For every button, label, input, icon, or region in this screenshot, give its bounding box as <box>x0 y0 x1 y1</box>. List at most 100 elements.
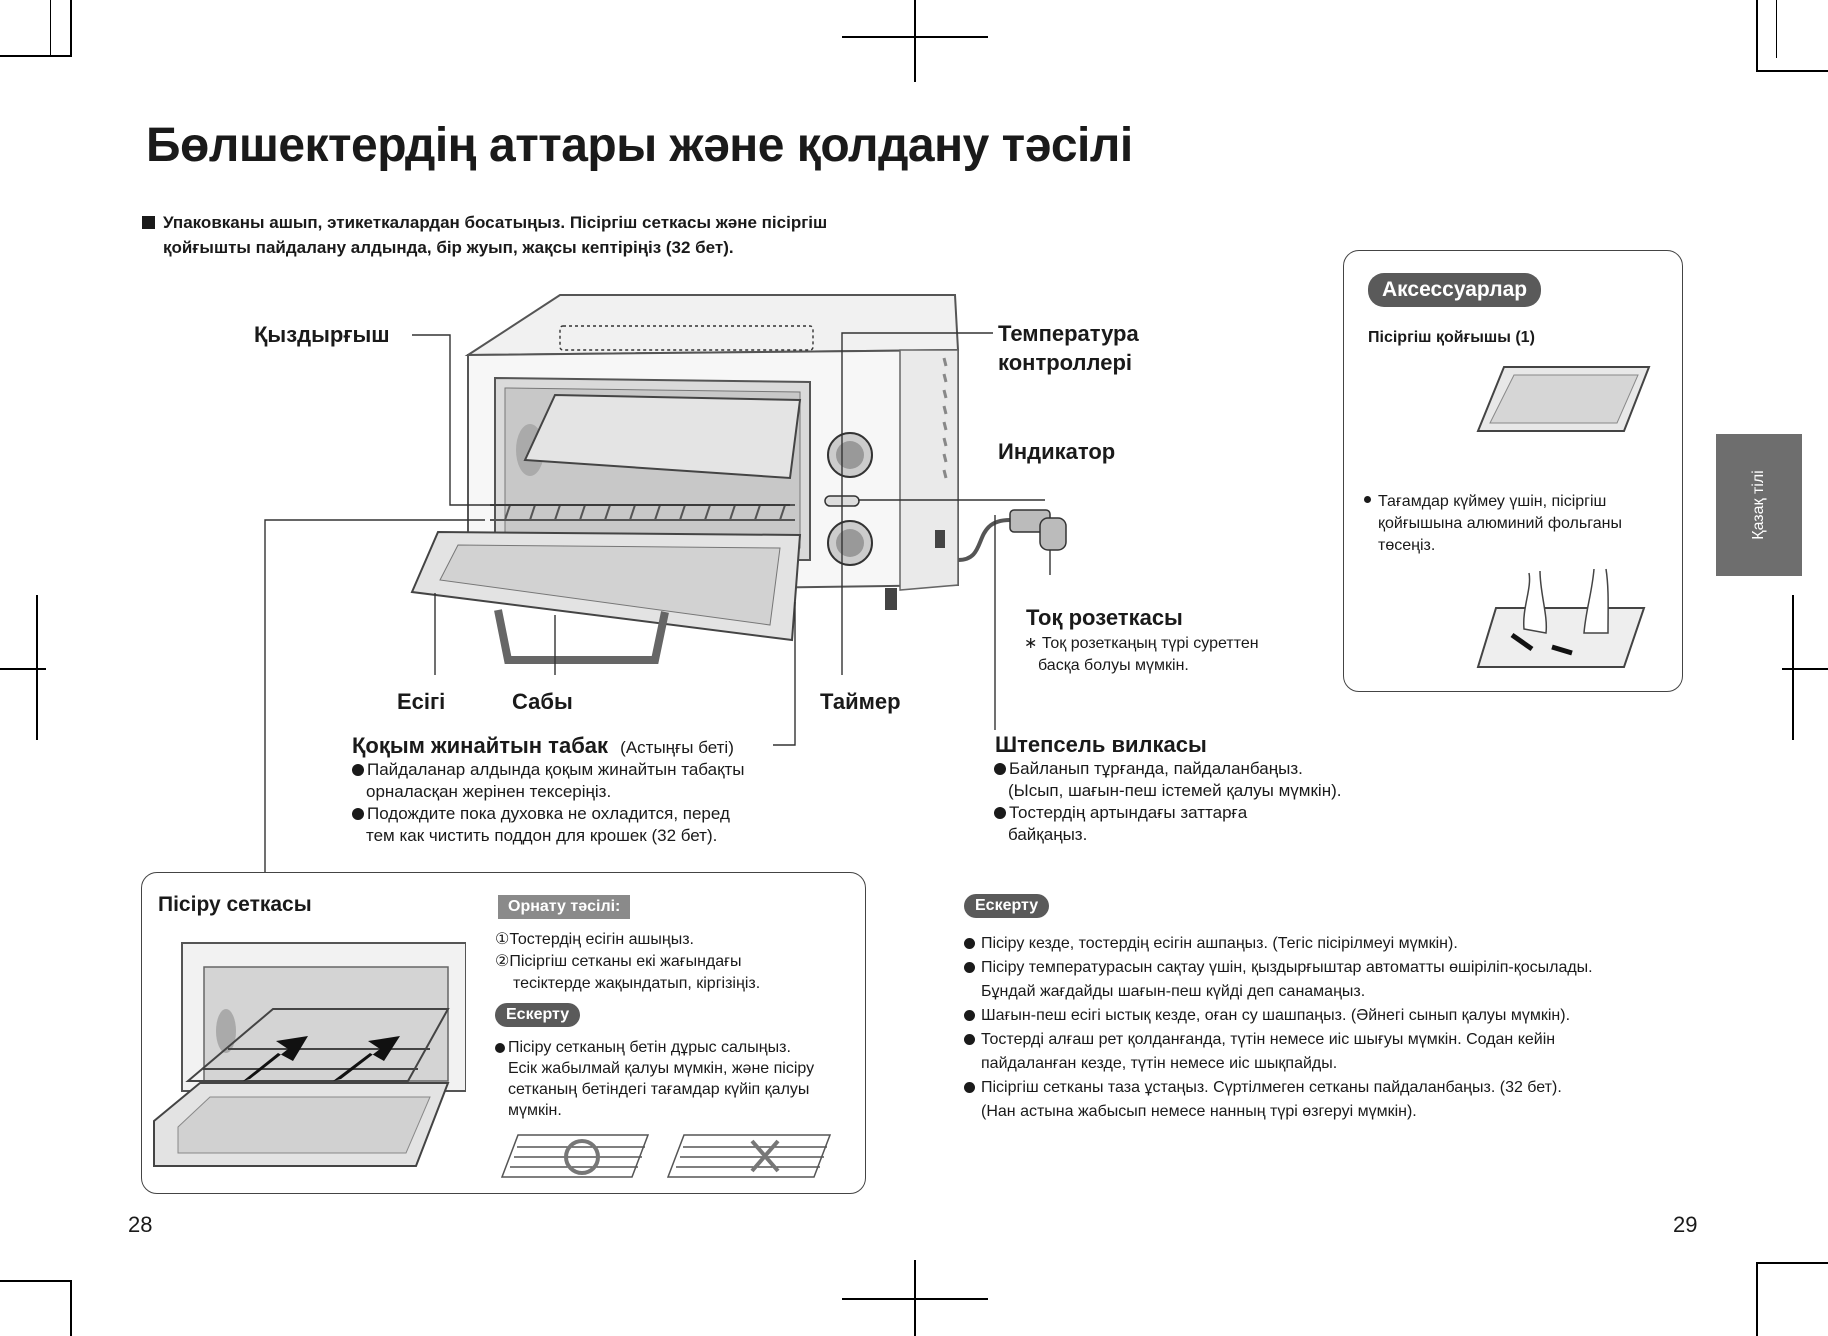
warning-text: (Нан астына жабысып немесе нанның түрі ө… <box>981 1103 1417 1120</box>
callout-temp-line2: контроллері <box>998 350 1132 375</box>
acc-note-l1: Тағамдар күймеу үшін, пісіргіш <box>1378 493 1607 510</box>
rack-note: Пісіру сетканың бетін дұрыс салыңыз. Есі… <box>495 1037 814 1121</box>
bullet-icon <box>964 962 975 973</box>
install-steps: ①Тостердің есігін ашыңыз. ②Пісіргіш сетк… <box>495 929 760 995</box>
rack-install-illustration <box>153 942 466 1167</box>
callout-crumb-tray: Қоқым жинайтын табак (Астыңғы беті) <box>352 731 734 762</box>
language-tab-label: Қазақ тілі <box>1750 470 1767 540</box>
page-title: Бөлшектердің аттары және қолдану тәсілі <box>146 119 1133 172</box>
accessory-item: Пісіргіш қойғышы (1) <box>1368 329 1535 346</box>
crop-mark <box>36 595 38 740</box>
bullet-icon <box>964 938 975 949</box>
warning-text: Пісіру температурасын сақтау үшін, қызды… <box>981 959 1593 976</box>
crop-mark <box>842 36 988 38</box>
socket-note: ∗ Тоқ розеткаңың түрі суреттен басқа бол… <box>1024 633 1259 677</box>
crop-mark <box>1776 0 1777 58</box>
intro-line1: Упаковканы ашып, этикеткалардан босатыңы… <box>163 213 828 232</box>
warning-item: Пісіру кезде, тостердің есігін ашпаңыз. … <box>964 932 1593 956</box>
plug-b2-l1: Тостердің артындағы заттарға <box>1009 803 1248 822</box>
crop-mark <box>1756 1262 1828 1264</box>
crumb-tray-sub: (Астыңғы беті) <box>620 738 734 757</box>
callout-indicator: Индикатор <box>998 439 1116 464</box>
warning-text: Пісіргіш сетканы таза ұстаңыз. Сүртілмег… <box>981 1079 1562 1096</box>
crop-mark <box>70 0 72 56</box>
callout-timer: Таймер <box>820 689 901 714</box>
callout-handle: Сабы <box>512 689 573 714</box>
intro-note: Упаковканы ашып, этикеткалардан босатыңы… <box>142 210 827 260</box>
warning-text: Тостерді алғаш рет қолданғанда, түтін не… <box>981 1031 1556 1048</box>
rack-note-l4: мүмкін. <box>508 1102 562 1119</box>
warning-item: Шағын-пеш есігі ыстық кезде, оған су шаш… <box>964 1004 1593 1028</box>
crumb-b2-l2: тем как чистить поддон для крошек (32 бе… <box>366 826 718 845</box>
bullet-icon <box>964 1034 975 1045</box>
foil-tray-illustration-icon <box>1476 568 1646 668</box>
crop-mark <box>842 1298 988 1300</box>
plug-notes: Байланып тұрғанда, пайдаланбаңыз. (Ысып,… <box>994 758 1341 846</box>
callout-door: Есігі <box>397 689 446 714</box>
rack-box: Пісіру сеткасы Орнату тәсілі: ①Тостердің… <box>141 872 866 1194</box>
crop-mark <box>1756 0 1758 72</box>
plug-b1-l2: (Ысып, шағын-пеш істемей қалуы мүмкін). <box>1008 781 1342 800</box>
crumb-tray-label: Қоқым жинайтын табак <box>352 733 609 758</box>
acc-note-l2: қойғышына алюминий фольганы <box>1378 515 1622 532</box>
warning-item: Пісіру температурасын сақтау үшін, қызды… <box>964 956 1593 980</box>
baking-tray-icon <box>1476 366 1651 432</box>
crop-mark <box>0 55 72 57</box>
language-tab: Қазақ тілі <box>1716 434 1802 576</box>
plug-b2-l2: байқаңыз. <box>1008 825 1088 844</box>
callout-heater: Қыздырғыш <box>254 322 390 347</box>
bullet-icon <box>964 1082 975 1093</box>
warning-text: пайдаланған кезде, түтін немесе иіс шықп… <box>981 1055 1338 1072</box>
callout-temp-controller: Температура контроллері <box>998 319 1139 377</box>
install-step2-l2: тесіктерде жақындатып, кіргізіңіз. <box>513 975 761 992</box>
warning-item-cont: (Нан астына жабысып немесе нанның түрі ө… <box>964 1100 1593 1124</box>
rack-orientation-icon <box>500 1134 832 1178</box>
crop-mark <box>0 1280 72 1282</box>
rack-note-l2: Есік жабылмай қалуы мүмкін, және пісіру <box>508 1060 815 1077</box>
install-step1: ①Тостердің есігін ашыңыз. <box>495 931 694 948</box>
crop-mark <box>1756 70 1828 72</box>
warning-item: Тостерді алғаш рет қолданғанда, түтін не… <box>964 1028 1593 1052</box>
crumb-tray-notes: Пайдаланар алдында қоқым жинайтын табақт… <box>352 759 745 847</box>
rack-note-l1: Пісіру сетканың бетін дұрыс салыңыз. <box>508 1039 791 1056</box>
install-step2-l1: ②Пісіргіш сетканы екі жағындағы <box>495 953 742 970</box>
bullet-icon <box>495 1043 505 1053</box>
socket-note-line1: ∗ Тоқ розеткаңың түрі суреттен <box>1024 635 1259 652</box>
intro-line2: қойғышты пайдалану алдында, бір жуып, жа… <box>163 238 734 257</box>
acc-note-l3: төсеңіз. <box>1378 537 1436 554</box>
page-number-left: 28 <box>128 1212 153 1237</box>
crop-mark <box>1782 668 1828 670</box>
install-label: Орнату тәсілі: <box>498 895 631 919</box>
crumb-b1-l2: орналасқан жерінен тексеріңіз. <box>366 782 612 801</box>
warning-item: Пісіргіш сетканы таза ұстаңыз. Сүртілмег… <box>964 1076 1593 1100</box>
callout-plug: Штепсель вилкасы <box>995 732 1207 757</box>
bullet-icon <box>994 763 1006 775</box>
crop-mark <box>0 668 46 670</box>
square-bullet-icon <box>142 216 155 229</box>
bullet-icon <box>964 1010 975 1021</box>
crop-mark <box>50 0 51 56</box>
page-number-right: 29 <box>1673 1212 1698 1237</box>
crop-mark <box>914 0 916 82</box>
rack-note-l3: сетканың бетіндегі тағамдар күйіп қалуы <box>508 1081 810 1098</box>
warning-text: Шағын-пеш есігі ыстық кезде, оған су шаш… <box>981 1007 1571 1024</box>
crumb-b1-l1: Пайдаланар алдында қоқым жинайтын табақт… <box>367 760 745 779</box>
accessories-header: Аксессуарлар <box>1368 273 1542 307</box>
warning-text: Пісіру кезде, тостердің есігін ашпаңыз. … <box>981 935 1458 952</box>
warnings-list: Пісіру кезде, тостердің есігін ашпаңыз. … <box>964 932 1593 1124</box>
bullet-icon <box>352 808 364 820</box>
callout-temp-line1: Температура <box>998 321 1139 346</box>
crumb-b2-l1: Подождите пока духовка не охладится, пер… <box>367 804 730 823</box>
crop-mark <box>1792 595 1794 740</box>
callout-socket: Тоқ розеткасы <box>1026 605 1183 630</box>
warning-item-cont: пайдаланған кезде, түтін немесе иіс шықп… <box>964 1052 1593 1076</box>
plug-b1-l1: Байланып тұрғанда, пайдаланбаңыз. <box>1009 759 1303 778</box>
crop-mark <box>70 1280 72 1336</box>
warning-item-cont: Бұндай жағдайды шағын-пеш күйді деп сана… <box>964 980 1593 1004</box>
bullet-icon <box>352 764 364 776</box>
bullet-icon <box>1364 496 1371 503</box>
socket-note-line2: басқа болуы мүмкін. <box>1038 657 1189 674</box>
crop-mark <box>1756 1262 1758 1336</box>
accessory-note: Тағамдар күймеу үшін, пісіргіш қойғышына… <box>1364 491 1622 557</box>
